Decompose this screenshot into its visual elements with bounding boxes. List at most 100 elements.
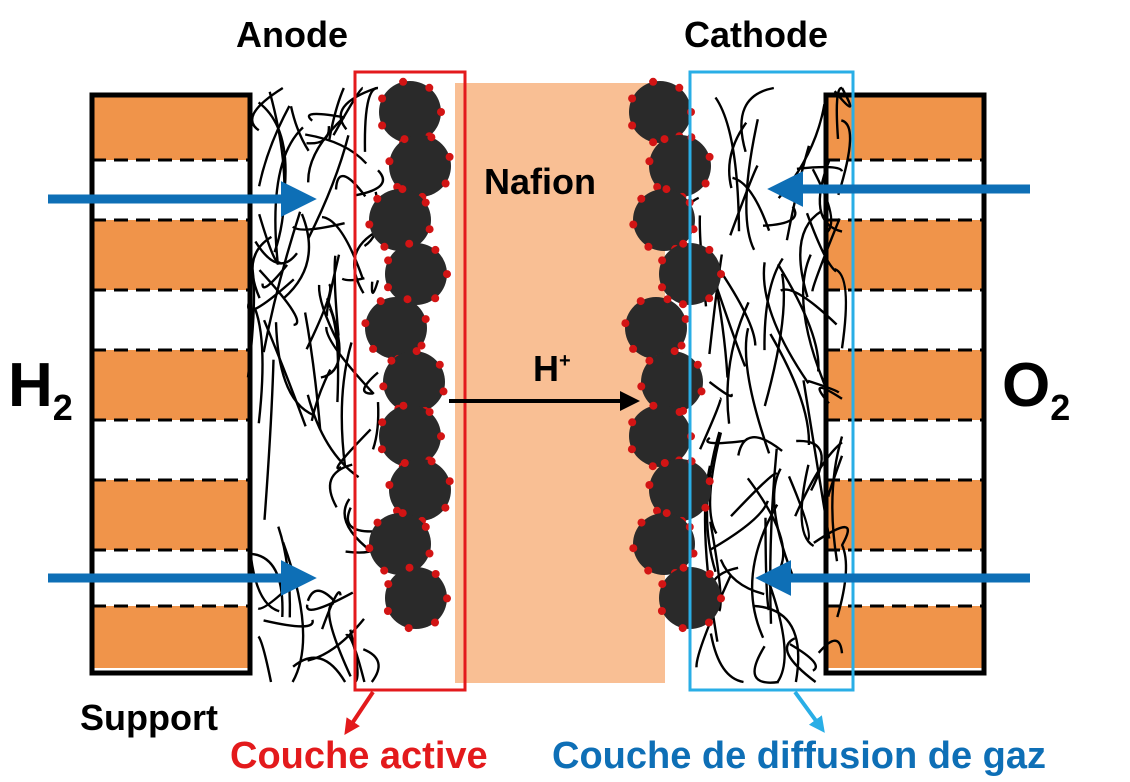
cathode-label: Cathode (684, 14, 828, 55)
platinum-dot (717, 594, 725, 603)
platinum-dot (705, 477, 714, 486)
platinum-dot (425, 225, 434, 234)
carbon-fiber (306, 589, 335, 602)
carbon-fiber (709, 500, 769, 551)
carbon-fiber (753, 645, 779, 684)
carbon-fiber (744, 327, 771, 454)
platinum-dot (678, 624, 687, 633)
carbon-fiber (257, 105, 291, 187)
platinum-dot (644, 566, 653, 575)
platinum-dot (693, 360, 702, 369)
platinum-dot (387, 356, 396, 365)
carbon-fiber (762, 262, 810, 384)
catalyst-particle (649, 135, 711, 197)
platinum-dot (404, 624, 413, 633)
nafion-membrane (455, 83, 665, 683)
platinum-dot (384, 580, 393, 589)
cathode-support (823, 92, 987, 676)
carbon-fiber (370, 279, 380, 295)
catalyst-particle (625, 297, 687, 359)
carbon-fiber (769, 333, 811, 446)
carbon-fiber (780, 288, 838, 326)
platinum-dot (443, 270, 451, 279)
platinum-dot (660, 459, 669, 467)
catalyst-particle (633, 513, 695, 575)
platinum-dot (628, 418, 637, 427)
platinum-dot (439, 387, 448, 396)
platinum-dot (380, 242, 389, 251)
catalyst-particle (649, 459, 711, 521)
platinum-dot (385, 157, 394, 166)
platinum-dot (383, 607, 392, 615)
catalyst-particle (365, 297, 427, 359)
platinum-dot (645, 157, 654, 166)
carbon-fiber (363, 86, 379, 152)
anode-label: Anode (236, 14, 348, 55)
platinum-dot (380, 566, 389, 575)
carbon-fiber (835, 86, 843, 139)
carbon-fiber (247, 278, 295, 312)
gas-diffusion-layer-frame (688, 70, 855, 692)
catalyst-particle (629, 81, 691, 143)
platinum-dot (373, 194, 382, 203)
platinum-dot (437, 432, 445, 441)
anode-support (89, 92, 253, 676)
carbon-fiber (320, 591, 342, 630)
platinum-dot (629, 544, 638, 553)
carbon-fiber (321, 215, 364, 279)
gas-diffusion-layer-label: Couche de diffusion de gaz (552, 735, 1047, 777)
platinum-dot (629, 220, 638, 229)
platinum-dot (405, 239, 414, 248)
carbon-fiber (306, 394, 360, 479)
platinum-dot (373, 518, 382, 527)
platinum-dot (369, 344, 378, 353)
carbon-fiber (262, 319, 307, 427)
platinum-dot (705, 294, 714, 303)
platinum-dot (670, 347, 679, 356)
support-channel-bar (92, 220, 250, 290)
carbon-fiber (251, 235, 273, 299)
platinum-dot (679, 239, 688, 248)
platinum-dot (425, 549, 434, 558)
active-layer-pointer-arrow (344, 690, 375, 735)
platinum-dot (427, 457, 436, 466)
carbon-fiber (292, 656, 347, 683)
platinum-dot (648, 462, 657, 471)
support-channel-bar (826, 606, 984, 668)
carbon-fiber (769, 448, 778, 624)
carbon-fiber (776, 263, 820, 372)
carbon-fiber (362, 648, 380, 683)
platinum-dot (705, 245, 714, 254)
carbon-fiber (247, 536, 280, 613)
carbon-fiber (371, 402, 380, 450)
carbon-fiber (807, 379, 840, 394)
carbon-fiber (340, 342, 353, 468)
platinum-dot (412, 347, 421, 356)
carbon-fiber (306, 591, 354, 611)
carbon-fiber (708, 254, 723, 355)
platinum-dot (681, 315, 690, 324)
oxygen-symbol: O (1002, 351, 1051, 420)
support-label: Support (80, 697, 218, 738)
platinum-dot (644, 242, 653, 251)
carbon-fiber (307, 135, 350, 239)
platinum-dot (421, 315, 430, 324)
carbon-fiber (274, 322, 315, 417)
carbon-fiber (796, 439, 823, 492)
catalyst-particle (629, 405, 691, 467)
support-channel-bar (92, 606, 250, 668)
carbon-fiber (789, 643, 818, 672)
platinum-dot (675, 83, 684, 92)
platinum-dot (398, 509, 407, 518)
platinum-dot (376, 297, 385, 306)
carbon-fiber (305, 133, 368, 165)
carbon-fiber (250, 86, 284, 132)
support-channel-bar (826, 350, 984, 420)
carbon-fiber (305, 283, 332, 350)
carbon-fiber (787, 475, 811, 541)
platinum-dot (658, 283, 666, 292)
platinum-dot (649, 138, 658, 147)
catalyst-particle (633, 189, 695, 251)
platinum-dot (629, 344, 638, 353)
platinum-dot (384, 256, 393, 265)
